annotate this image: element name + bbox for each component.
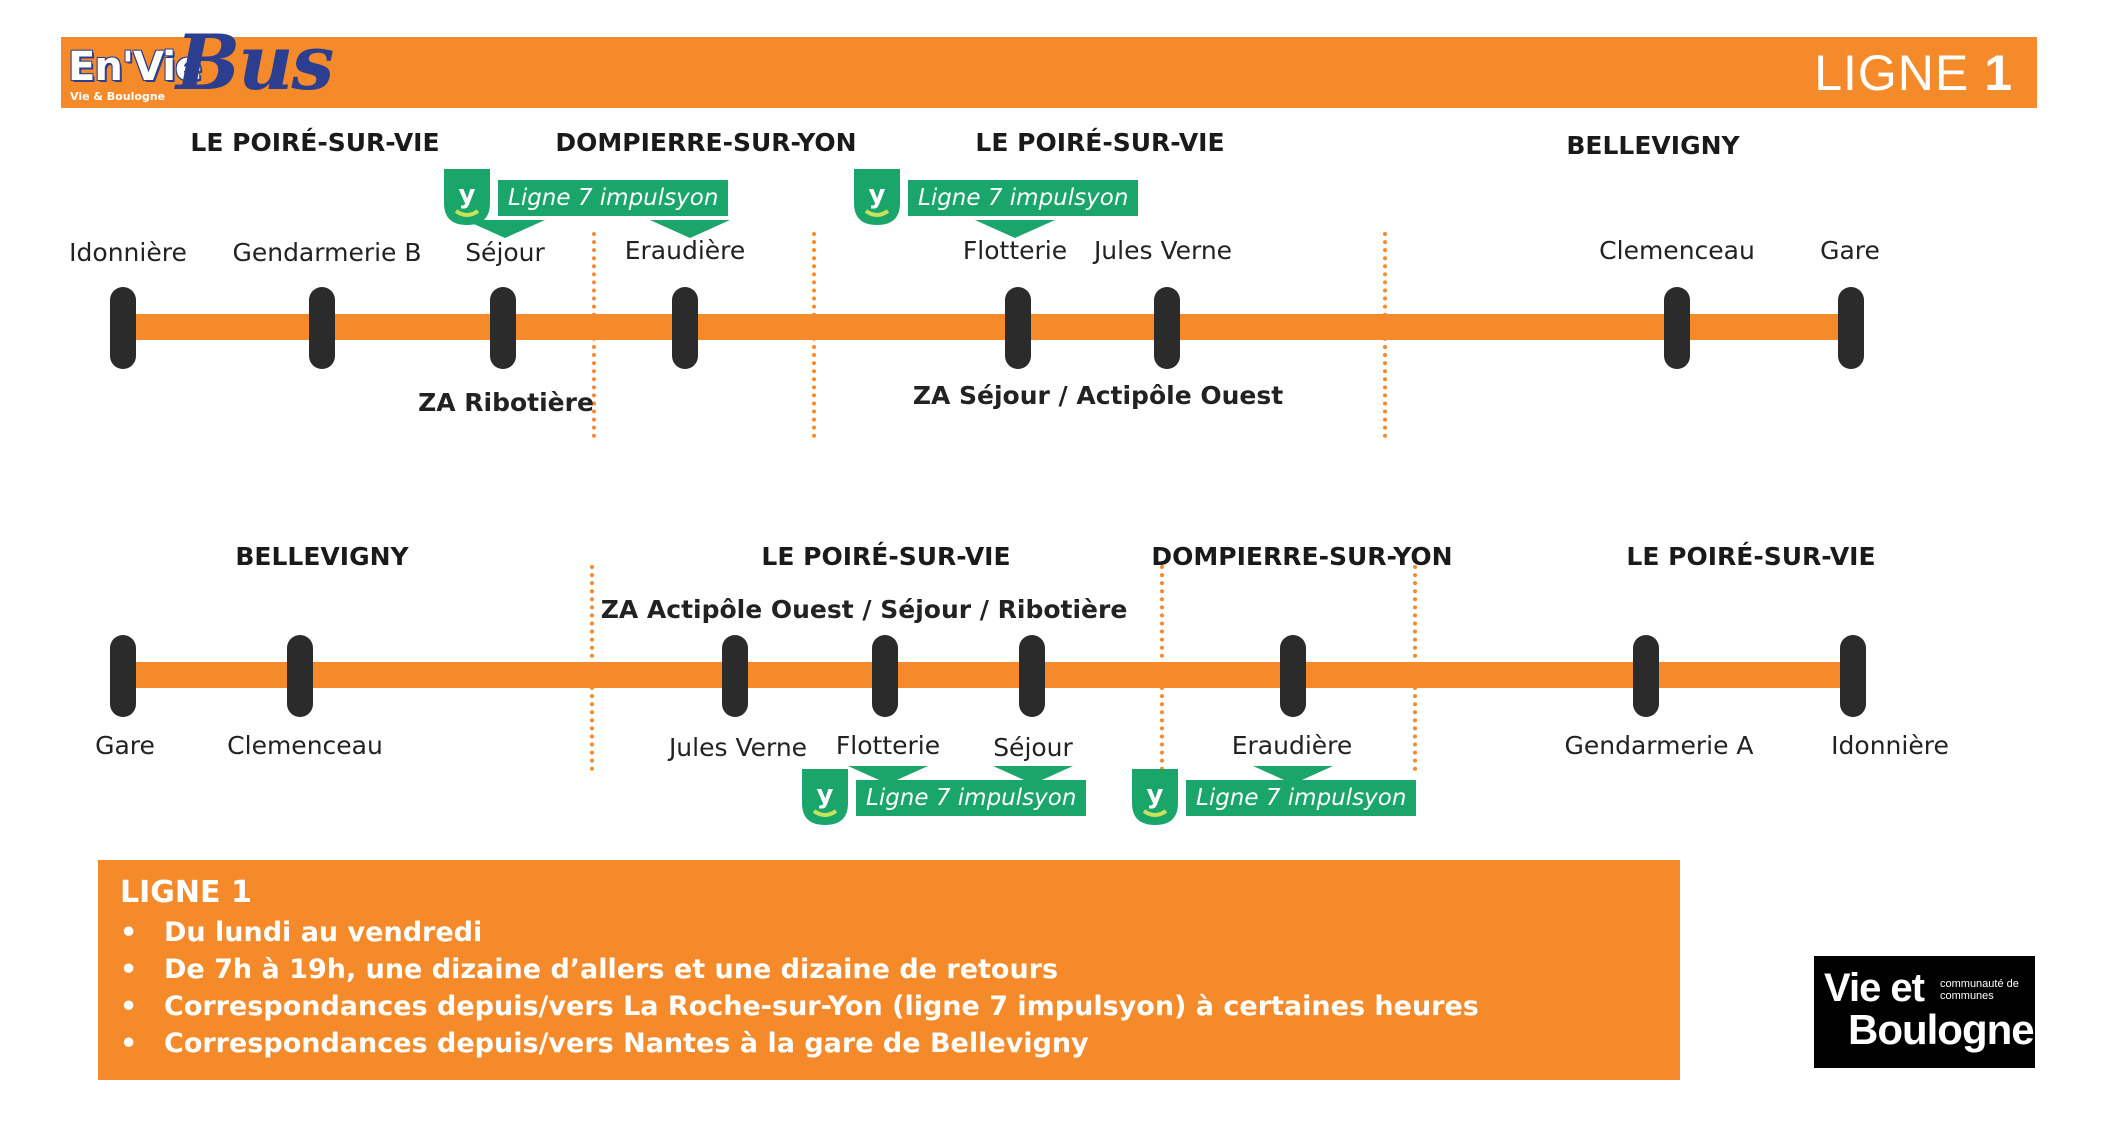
zone-divider [1160, 565, 1164, 771]
vie-et-boulogne-logo: Vie et communauté de communes Boulogne [1814, 956, 2035, 1068]
stop-marker [1019, 635, 1045, 717]
envie-bus-logo: En'Vie Bus Vie & Boulogne [68, 18, 334, 108]
stop-label: Flotterie [962, 236, 1068, 265]
stop-marker [872, 635, 898, 717]
stop-marker [1005, 287, 1031, 369]
impulsyon-y-shield-icon: y [802, 769, 848, 825]
logo-bus: Bus [176, 18, 334, 107]
svg-text:y: y [817, 780, 834, 810]
zone-divider [812, 232, 816, 438]
stop-label: Gare [95, 731, 155, 760]
stop-label: Séjour [993, 733, 1073, 762]
zone-divider [590, 565, 594, 771]
line-title: LIGNE 1 [1814, 45, 2013, 101]
logo-en-vie: En'Vie [68, 44, 202, 90]
stop-label: Gare [1820, 236, 1880, 265]
route-line-return [123, 662, 1853, 688]
cc-logo-caption: communauté de communes [1940, 978, 2019, 1002]
stop-label: Séjour [465, 238, 545, 267]
svg-text:y: y [869, 180, 886, 210]
stop-marker [1664, 287, 1690, 369]
town-heading: LE POIRÉ-SUR-VIE [975, 128, 1225, 157]
badge-pointer [993, 766, 1073, 784]
town-heading: DOMPIERRE-SUR-YON [555, 128, 857, 157]
impulsyon-y-shield-icon: y [854, 169, 900, 225]
stop-marker [1633, 635, 1659, 717]
stop-label: Idonnière [1831, 731, 1949, 760]
badge-pointer [650, 220, 730, 238]
impulsyon-y-shield-icon: y [444, 169, 490, 225]
stop-marker [672, 287, 698, 369]
info-item: •Du lundi au vendredi [120, 917, 483, 948]
stop-marker [110, 287, 136, 369]
line-info-box: LIGNE 1 •Du lundi au vendredi •De 7h à 1… [98, 860, 1680, 1080]
stop-label: Jules Verne [1093, 236, 1233, 265]
stop-label: Idonnière [69, 238, 187, 267]
header-band [61, 37, 2037, 108]
badge-pointer [848, 766, 928, 784]
zone-divider [1383, 232, 1387, 438]
info-item: •Correspondances depuis/vers La Roche-su… [120, 991, 1479, 1022]
stop-marker [1154, 287, 1180, 369]
stop-label: Eraudière [624, 236, 746, 265]
stop-label: Flotterie [835, 731, 941, 760]
stop-marker [722, 635, 748, 717]
area-note: ZA Ribotière [418, 388, 594, 417]
stop-marker [1840, 635, 1866, 717]
town-heading: BELLEVIGNY [235, 542, 409, 571]
zone-divider [1413, 565, 1417, 771]
area-note: ZA Actipôle Ouest / Séjour / Ribotière [600, 595, 1128, 624]
info-list: •Du lundi au vendredi •De 7h à 19h, une … [120, 914, 1658, 1062]
stop-marker [490, 287, 516, 369]
area-note: ZA Séjour / Actipôle Ouest [912, 381, 1284, 410]
svg-text:y: y [1147, 780, 1164, 810]
badge-pointer [975, 220, 1055, 238]
town-heading: DOMPIERRE-SUR-YON [1151, 542, 1453, 571]
town-heading: LE POIRÉ-SUR-VIE [761, 542, 1011, 571]
town-heading: BELLEVIGNY [1566, 131, 1740, 160]
stop-marker [1280, 635, 1306, 717]
stop-marker [309, 287, 335, 369]
stop-label: Gendarmerie A [1564, 731, 1754, 760]
stop-marker [110, 635, 136, 717]
info-item: •De 7h à 19h, une dizaine d’allers et un… [120, 954, 1059, 985]
impulsyon-label: Ligne 7 impulsyon [1186, 780, 1417, 816]
town-heading: LE POIRÉ-SUR-VIE [190, 128, 440, 157]
stop-label: Jules Verne [668, 733, 808, 762]
logo-subtitle: Vie & Boulogne [70, 90, 166, 103]
impulsyon-label: Ligne 7 impulsyon [908, 180, 1139, 216]
badge-pointer [1253, 766, 1333, 784]
stop-label: Eraudière [1231, 731, 1353, 760]
route-line-outbound [123, 314, 1853, 340]
badge-pointer [465, 220, 545, 238]
stop-marker [287, 635, 313, 717]
info-title: LIGNE 1 [120, 875, 252, 910]
cc-logo-line1: Vie et [1824, 966, 1925, 1010]
impulsyon-label: Ligne 7 impulsyon [498, 180, 729, 216]
info-item: •Correspondances depuis/vers Nantes à la… [120, 1028, 1089, 1059]
zone-divider [592, 232, 596, 438]
stop-marker [1838, 287, 1864, 369]
impulsyon-label: Ligne 7 impulsyon [856, 780, 1087, 816]
stop-label: Clemenceau [227, 731, 383, 760]
stop-label: Gendarmerie B [232, 238, 422, 267]
svg-text:y: y [459, 180, 476, 210]
cc-logo-line2: Boulogne [1848, 1006, 2035, 1053]
town-heading: LE POIRÉ-SUR-VIE [1626, 542, 1876, 571]
impulsyon-y-shield-icon: y [1132, 769, 1178, 825]
stop-label: Clemenceau [1599, 236, 1755, 265]
